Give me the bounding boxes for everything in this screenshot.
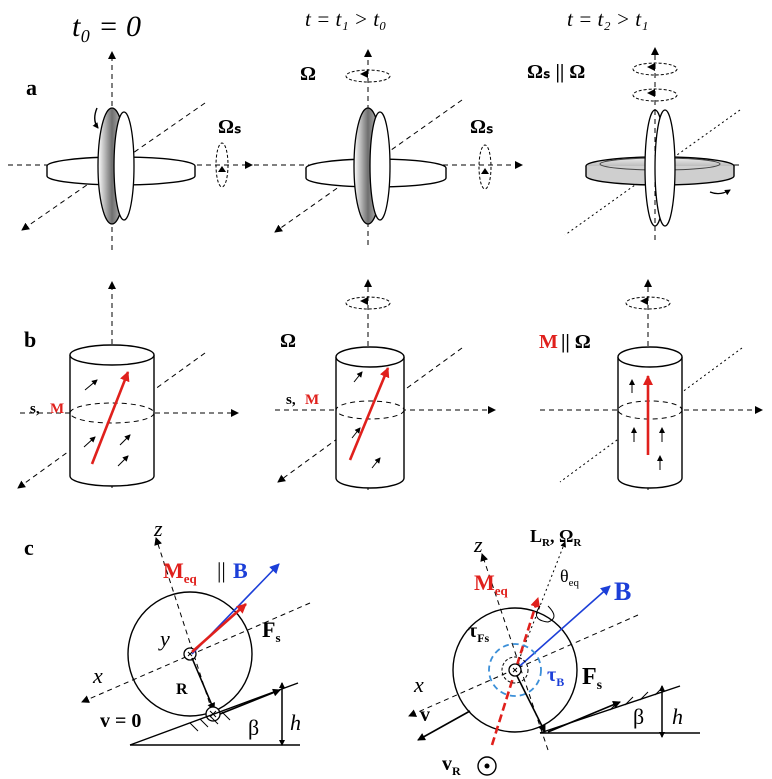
header-t2: t = t₂ > t₁ <box>567 7 648 31</box>
meq-label-c-right: Meq <box>474 570 509 598</box>
b-label-c-right: B <box>614 577 631 606</box>
s-label-b2: s, <box>286 392 296 408</box>
parallel-omega-label-b3: || Ω <box>561 331 591 353</box>
header-t1: t = t₁ > t₀ <box>305 7 386 31</box>
m-label-b3: M <box>539 331 558 353</box>
omega-label-a2: Ω <box>300 63 316 85</box>
omega-s-parallel-omega-label: Ωₛ || Ω <box>527 61 585 83</box>
z-label-c-left: z <box>153 516 163 541</box>
x-label-c-right: x <box>413 672 424 697</box>
meq-label-c-left: Meq <box>163 558 198 586</box>
v-label-c-right: v <box>420 704 430 726</box>
x-label-c-left: x <box>92 663 103 688</box>
m-label-b1: M <box>50 401 64 417</box>
beta-label-c-right: β <box>633 704 644 729</box>
fs-label-c-right: Fs <box>582 664 603 693</box>
panel-label-a: a <box>26 75 37 100</box>
diagram-b3 <box>540 279 763 490</box>
header-t0: t₀ = 0 <box>72 10 141 43</box>
diagram-c-right <box>408 541 700 776</box>
b-label-c-left: B <box>233 558 248 583</box>
omega-s-label-2: Ωₛ <box>470 116 493 138</box>
m-label-b2: M <box>305 392 319 408</box>
vr-label: vR <box>442 753 461 778</box>
panel-label-b: b <box>24 327 36 352</box>
diagram-c-left <box>81 537 311 746</box>
h-label-c-right: h <box>672 704 683 729</box>
fs-label-c-left: Fs <box>262 617 281 645</box>
parallel-label-c-left: || <box>217 558 226 583</box>
tau-b-label: τB <box>547 664 564 689</box>
diagram-b1 <box>17 281 239 489</box>
lr-omega-r-label: LR, ΩR <box>530 526 582 549</box>
diagram-a1 <box>8 51 253 250</box>
s-label-b1: s, <box>30 401 40 417</box>
diagram-a2 <box>245 49 523 245</box>
r-label-c-left: R <box>176 681 188 698</box>
y-label-c-left: y <box>158 626 170 651</box>
diagram-b2 <box>275 279 496 490</box>
theta-eq-label: θeq <box>560 566 580 589</box>
tau-fs-label: τFs <box>468 620 490 645</box>
omega-s-label-1: Ωₛ <box>218 116 241 138</box>
h-label-c-left: h <box>290 710 301 735</box>
omega-label-b2: Ω <box>280 330 296 352</box>
panel-label-c: c <box>24 535 34 560</box>
diagram-a3 <box>564 47 741 240</box>
v-label-c-left: v = 0 <box>100 710 141 732</box>
z-label-c-right: z <box>473 532 483 557</box>
beta-label-c-left: β <box>248 715 259 740</box>
